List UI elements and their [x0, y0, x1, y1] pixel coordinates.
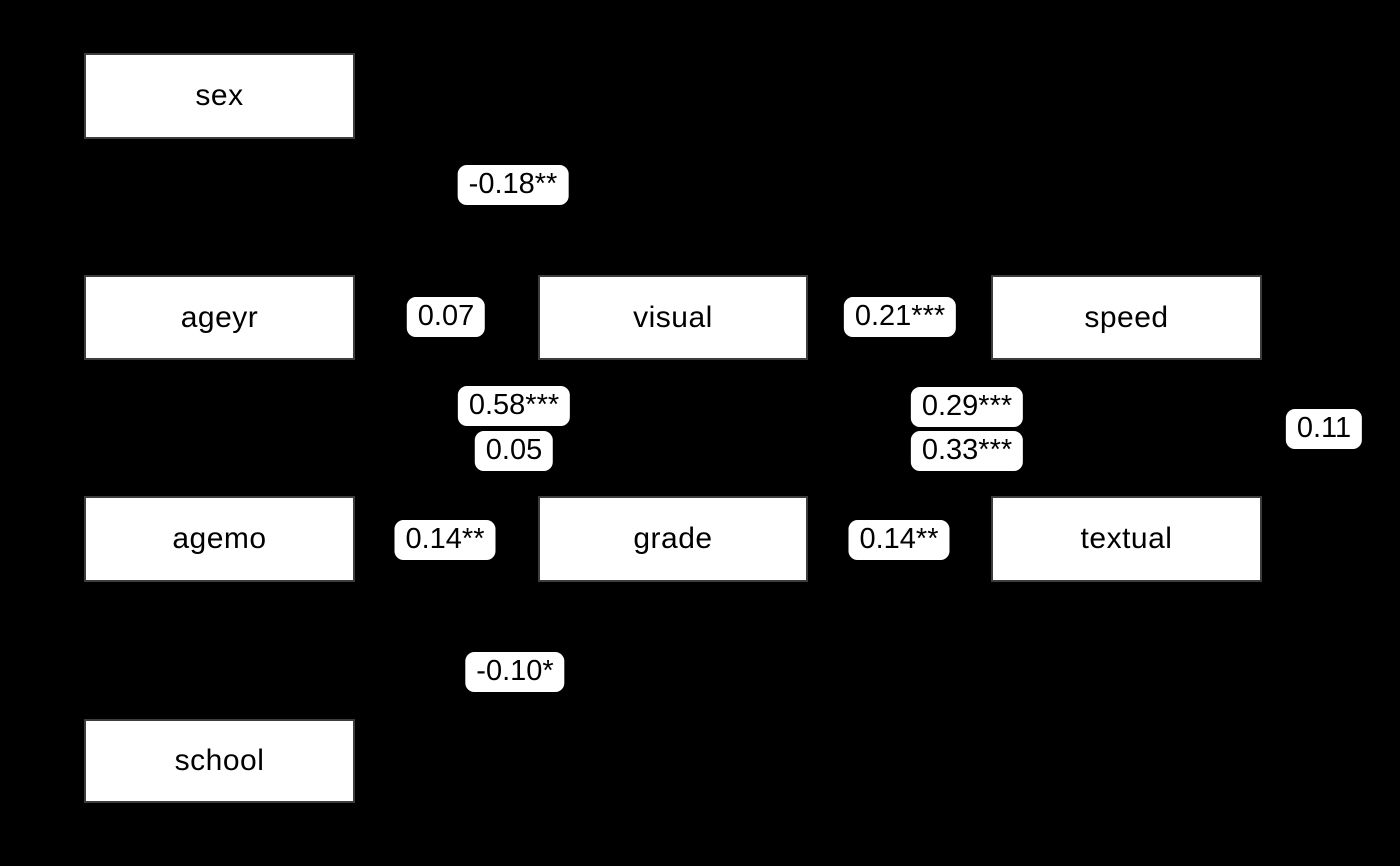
node-label-ageyr: ageyr — [180, 300, 259, 334]
node-label-grade: grade — [633, 522, 713, 555]
edge-coefficient-neg-0-10: -0.10* — [465, 652, 565, 692]
node-speed: speed — [991, 275, 1262, 360]
node-label-agemo: agemo — [172, 522, 267, 555]
edge-coefficient-0-21: 0.21*** — [843, 297, 957, 337]
edge-coefficient-0-07: 0.07 — [406, 297, 486, 337]
edge-coefficient-0-14-right: 0.14** — [848, 520, 950, 560]
node-grade: grade — [538, 496, 808, 582]
node-label-textual: textual — [1080, 522, 1173, 555]
node-label-speed: speed — [1084, 300, 1169, 334]
node-label-visual: visual — [633, 300, 713, 334]
edge-coefficient-0-05: 0.05 — [474, 431, 554, 471]
edge-coefficient-0-29: 0.29*** — [910, 387, 1024, 427]
node-school: school — [84, 719, 355, 803]
edge-coefficient-0-58: 0.58*** — [457, 386, 571, 426]
node-visual: visual — [538, 275, 808, 360]
node-sex: sex — [84, 53, 355, 139]
node-agemo: agemo — [84, 496, 355, 582]
edge-coefficient-neg-0-18: -0.18** — [457, 165, 569, 205]
node-ageyr: ageyr — [84, 275, 355, 360]
edge-coefficient-0-11: 0.11 — [1285, 409, 1363, 449]
node-label-sex: sex — [195, 79, 244, 112]
node-textual: textual — [991, 496, 1262, 582]
edge-coefficient-0-33: 0.33*** — [910, 431, 1024, 471]
node-label-school: school — [174, 744, 265, 777]
edge-coefficient-0-14-left: 0.14** — [394, 520, 496, 560]
